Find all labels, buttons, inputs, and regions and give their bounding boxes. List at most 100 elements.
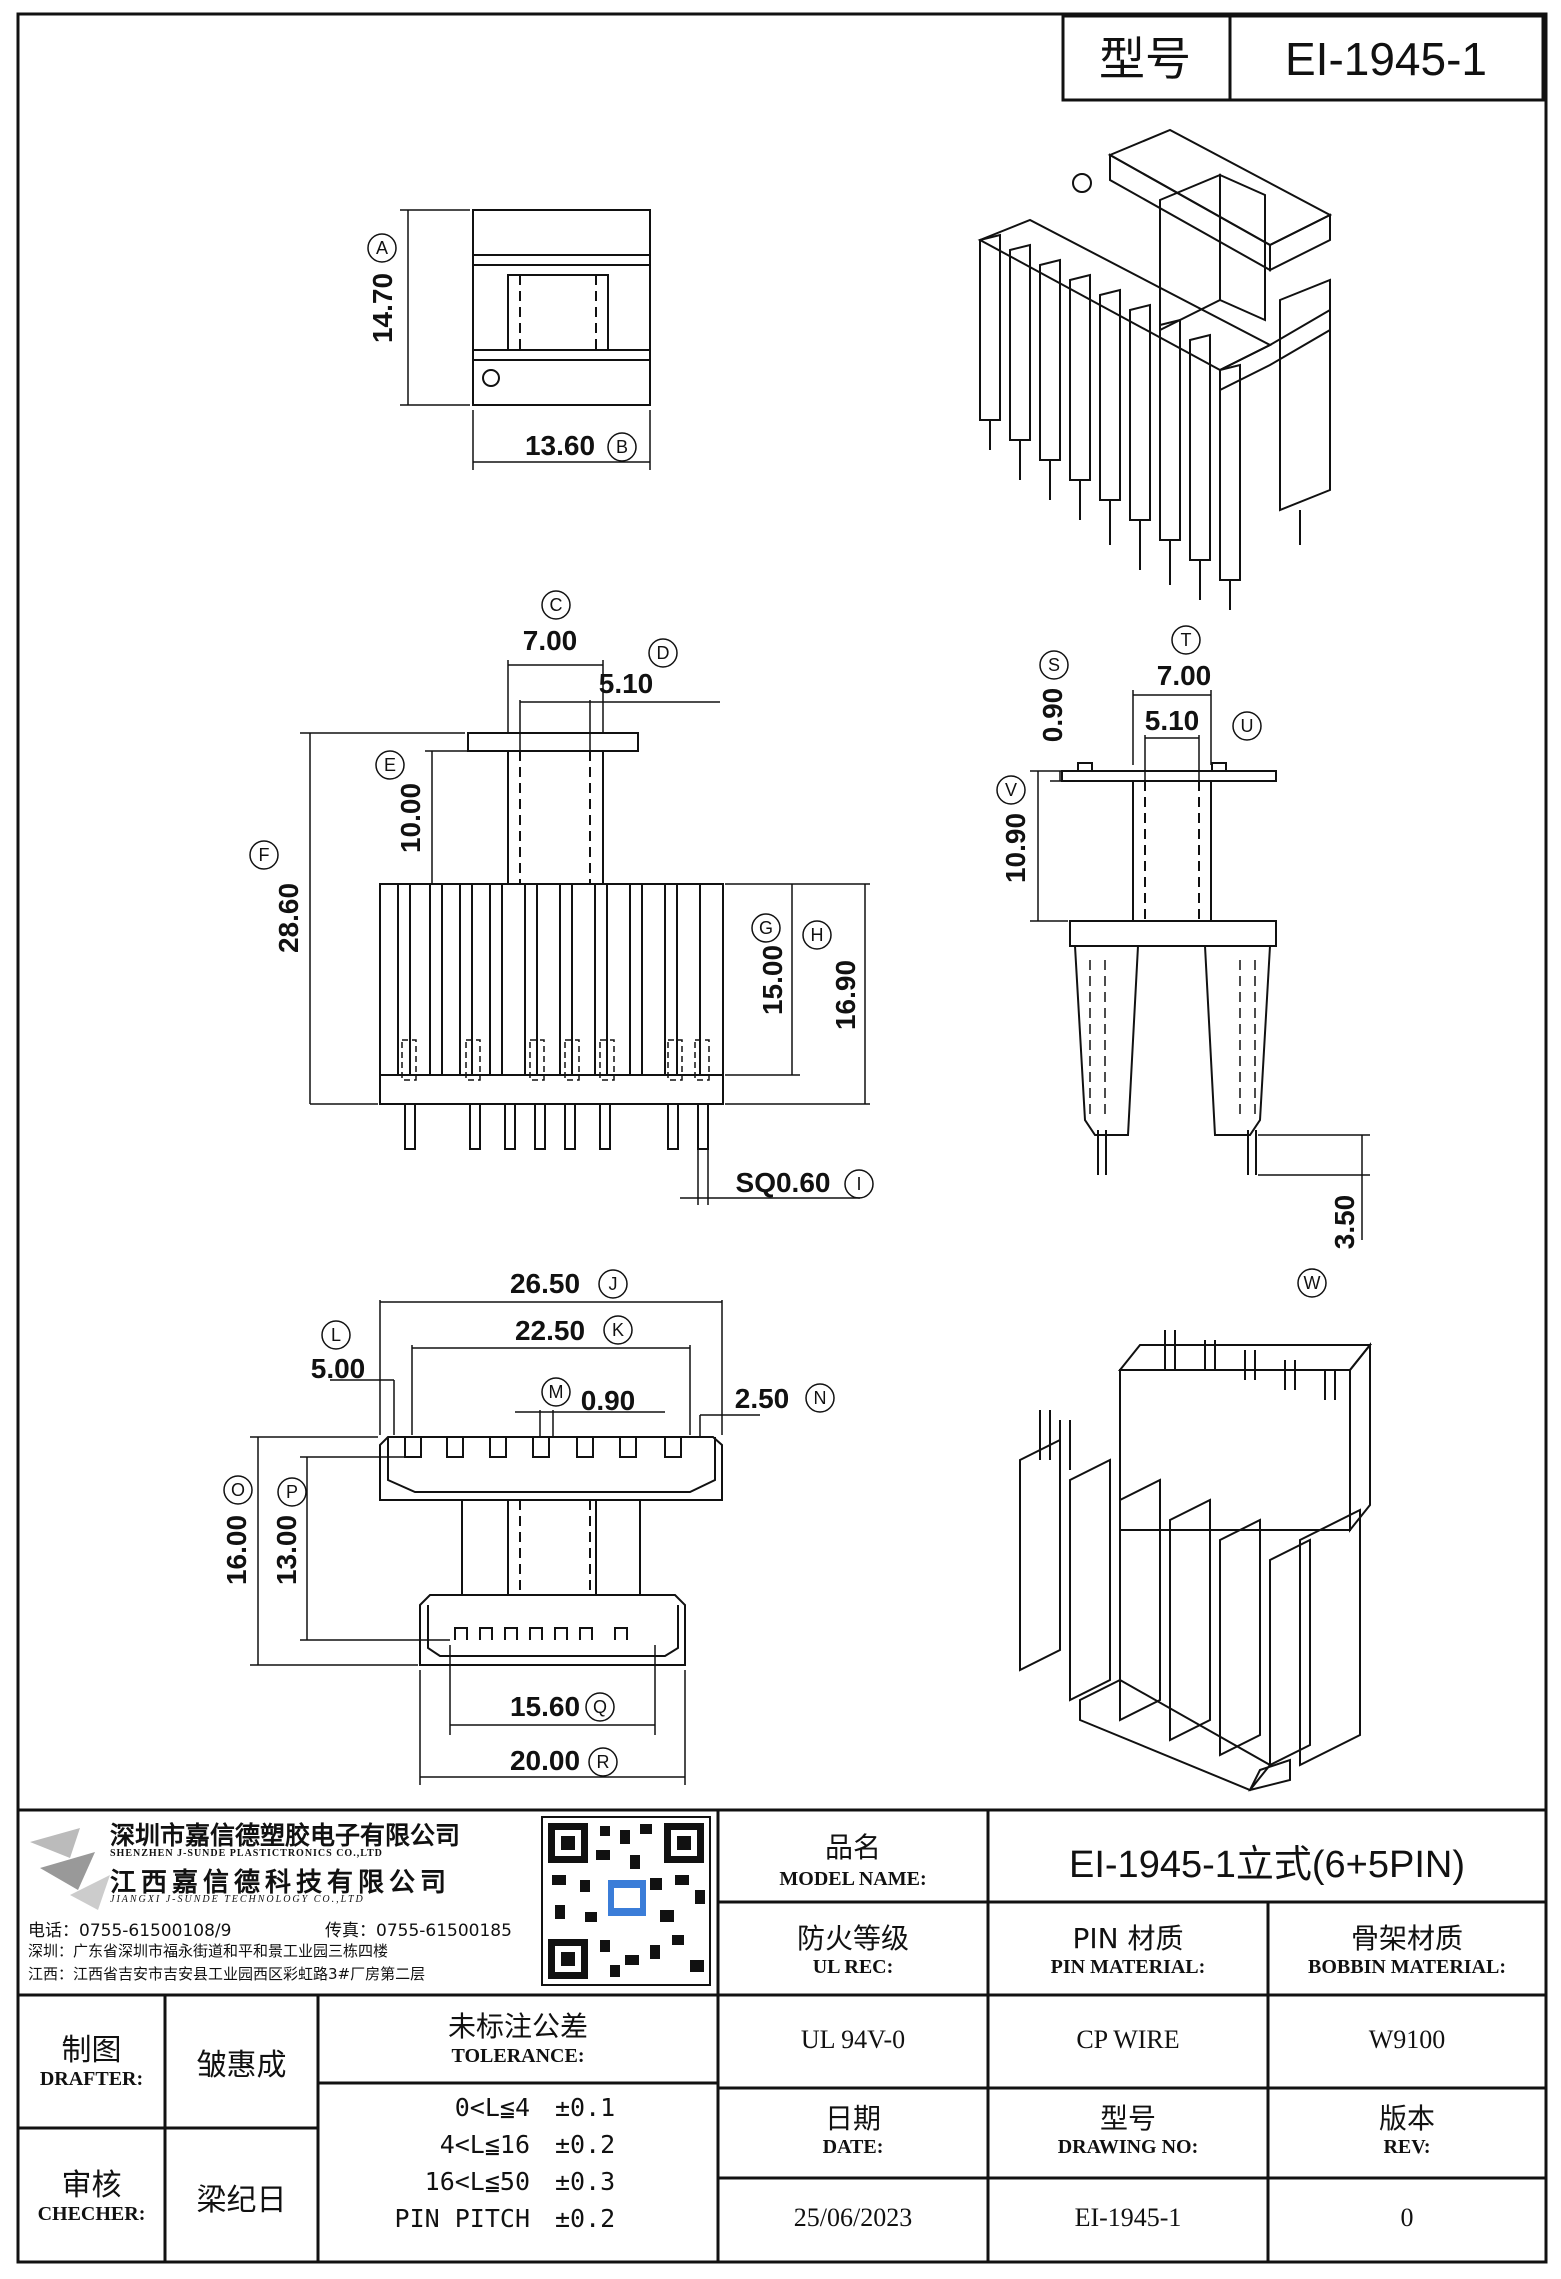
marker-c	[541, 590, 571, 620]
top-view	[400, 209, 651, 470]
marker-b	[607, 432, 637, 462]
header-model-label: 型号	[1099, 33, 1191, 85]
marker-g	[751, 913, 781, 943]
marker-t-label: T	[1181, 630, 1192, 650]
marker-r-label: R	[597, 1752, 610, 1772]
marker-r	[588, 1747, 618, 1777]
drawing-no-value: EI-1945-1	[1074, 2203, 1182, 2232]
dim-l-value: 5.00	[311, 1353, 366, 1384]
company-name-cn-1: 深圳市嘉信德塑胶电子有限公司	[110, 1821, 461, 1850]
dim-a-value: 14.70	[367, 273, 398, 343]
marker-k-label: K	[612, 1320, 624, 1340]
rev-label-en: REV:	[1383, 2136, 1431, 2158]
tolerance-range: 0<L≦4	[454, 2093, 530, 2122]
company-name-en-1: SHENZHEN J-SUNDE PLASTICTRONICS CO.,LTD	[110, 1848, 383, 1859]
marker-l-label: L	[331, 1325, 341, 1345]
drafter-name: 皱惠成	[196, 2048, 287, 2083]
dim-f-value: 28.60	[273, 883, 304, 953]
dim-p-value: 13.00	[271, 1515, 302, 1585]
marker-i-label: I	[856, 1174, 861, 1194]
marker-j	[598, 1269, 628, 1299]
bobbin-material-label-cn: 骨架材质	[1350, 1922, 1463, 1955]
marker-v-label: V	[1005, 780, 1017, 800]
rev-label-cn: 版本	[1378, 2102, 1435, 2135]
header-model-box: 型号 EI-1945-1	[1061, 14, 1545, 102]
marker-n	[805, 1383, 835, 1413]
marker-u-label: U	[1241, 716, 1254, 736]
header-model-value: EI-1945-1	[1285, 33, 1487, 85]
marker-v	[996, 775, 1026, 805]
tolerance-label-en: TOLERANCE:	[451, 2045, 585, 2067]
marker-a-label: A	[376, 238, 388, 258]
pin-material-label-cn: PIN 材质	[1072, 1922, 1184, 1955]
tolerance-value: ±0.3	[555, 2167, 616, 2196]
marker-f-label: F	[259, 845, 270, 865]
ul-value: UL 94V-0	[800, 2025, 906, 2054]
marker-b-label: B	[616, 437, 628, 457]
company-address-shenzhen: 深圳：广东省深圳市福永街道和平和景工业园三栋四楼	[28, 1942, 389, 1960]
dim-e-value: 10.00	[395, 783, 426, 853]
marker-h	[802, 920, 832, 950]
dim-m-value: 0.90	[581, 1385, 636, 1416]
marker-p-label: P	[286, 1482, 298, 1502]
company-phone: 电话：0755-61500108/9	[28, 1921, 232, 1941]
marker-w	[1297, 1268, 1327, 1298]
dim-w-value: 3.50	[1329, 1195, 1360, 1250]
checker-name: 梁纪日	[196, 2183, 287, 2218]
front-view	[300, 660, 870, 1205]
rev-value: 0	[1400, 2203, 1414, 2232]
marker-g-label: G	[759, 918, 773, 938]
date-label-cn: 日期	[824, 2102, 881, 2135]
checker-label-en: CHECHER:	[37, 2203, 146, 2225]
marker-d-label: D	[657, 643, 670, 663]
tolerance-value: ±0.2	[555, 2204, 616, 2233]
marker-q-label: Q	[593, 1697, 607, 1717]
marker-o	[223, 1475, 253, 1505]
dim-t-value: 7.00	[1157, 660, 1212, 691]
dim-j-value: 26.50	[510, 1268, 580, 1299]
dim-h-value: 16.90	[830, 960, 861, 1030]
dim-k-value: 22.50	[515, 1315, 585, 1346]
marker-m	[541, 1377, 571, 1407]
company-logo	[30, 1828, 110, 1910]
dim-b-value: 13.60	[525, 430, 595, 461]
dim-i-value: SQ0.60	[736, 1167, 831, 1198]
marker-s	[1039, 650, 1069, 680]
tolerance-value: ±0.1	[555, 2093, 616, 2122]
tolerance-range: PIN PITCH	[394, 2204, 530, 2233]
dim-q-value: 15.60	[510, 1691, 580, 1722]
dim-u-value: 5.10	[1145, 705, 1200, 736]
drafter-label-en: DRAFTER:	[39, 2068, 144, 2090]
marker-p	[277, 1477, 307, 1507]
marker-d	[648, 638, 678, 668]
qr-code	[541, 1816, 711, 1986]
model-name-value: EI-1945-1立式(6+5PIN)	[1069, 1844, 1465, 1886]
marker-a	[367, 233, 397, 263]
dim-s-value: 0.90	[1037, 688, 1068, 743]
marker-e	[375, 750, 405, 780]
marker-u	[1232, 711, 1262, 741]
company-name-cn-2: 江西嘉信德科技有限公司	[110, 1868, 452, 1898]
dim-r-value: 20.00	[510, 1745, 580, 1776]
marker-t	[1171, 625, 1201, 655]
company-name-en-2: JIANGXI J-SUNDE TECHNOLOGY CO.,LTD	[110, 1894, 365, 1905]
marker-k	[603, 1315, 633, 1345]
title-block	[16, 1808, 1548, 2264]
drawing-no-label-cn: 型号	[1099, 2102, 1156, 2135]
ul-label-en: UL REC:	[812, 1956, 894, 1978]
dim-c-value: 7.00	[523, 625, 578, 656]
marker-f	[249, 840, 279, 870]
dim-n-value: 2.50	[735, 1383, 790, 1414]
marker-e-label: E	[384, 755, 396, 775]
marker-w-label: W	[1304, 1273, 1321, 1293]
date-label-en: DATE:	[822, 2136, 884, 2158]
pin-material-label-en: PIN MATERIAL:	[1050, 1956, 1206, 1978]
company-fax: 传真：0755-61500185	[325, 1921, 512, 1941]
side-view	[1030, 690, 1370, 1240]
marker-c-label: C	[550, 595, 563, 615]
dim-g-value: 15.00	[757, 945, 788, 1015]
company-address-jiangxi: 江西：江西省吉安市吉安县工业园西区彩虹路3#厂房第二层	[28, 1965, 426, 1983]
dim-d-value: 5.10	[599, 668, 654, 699]
